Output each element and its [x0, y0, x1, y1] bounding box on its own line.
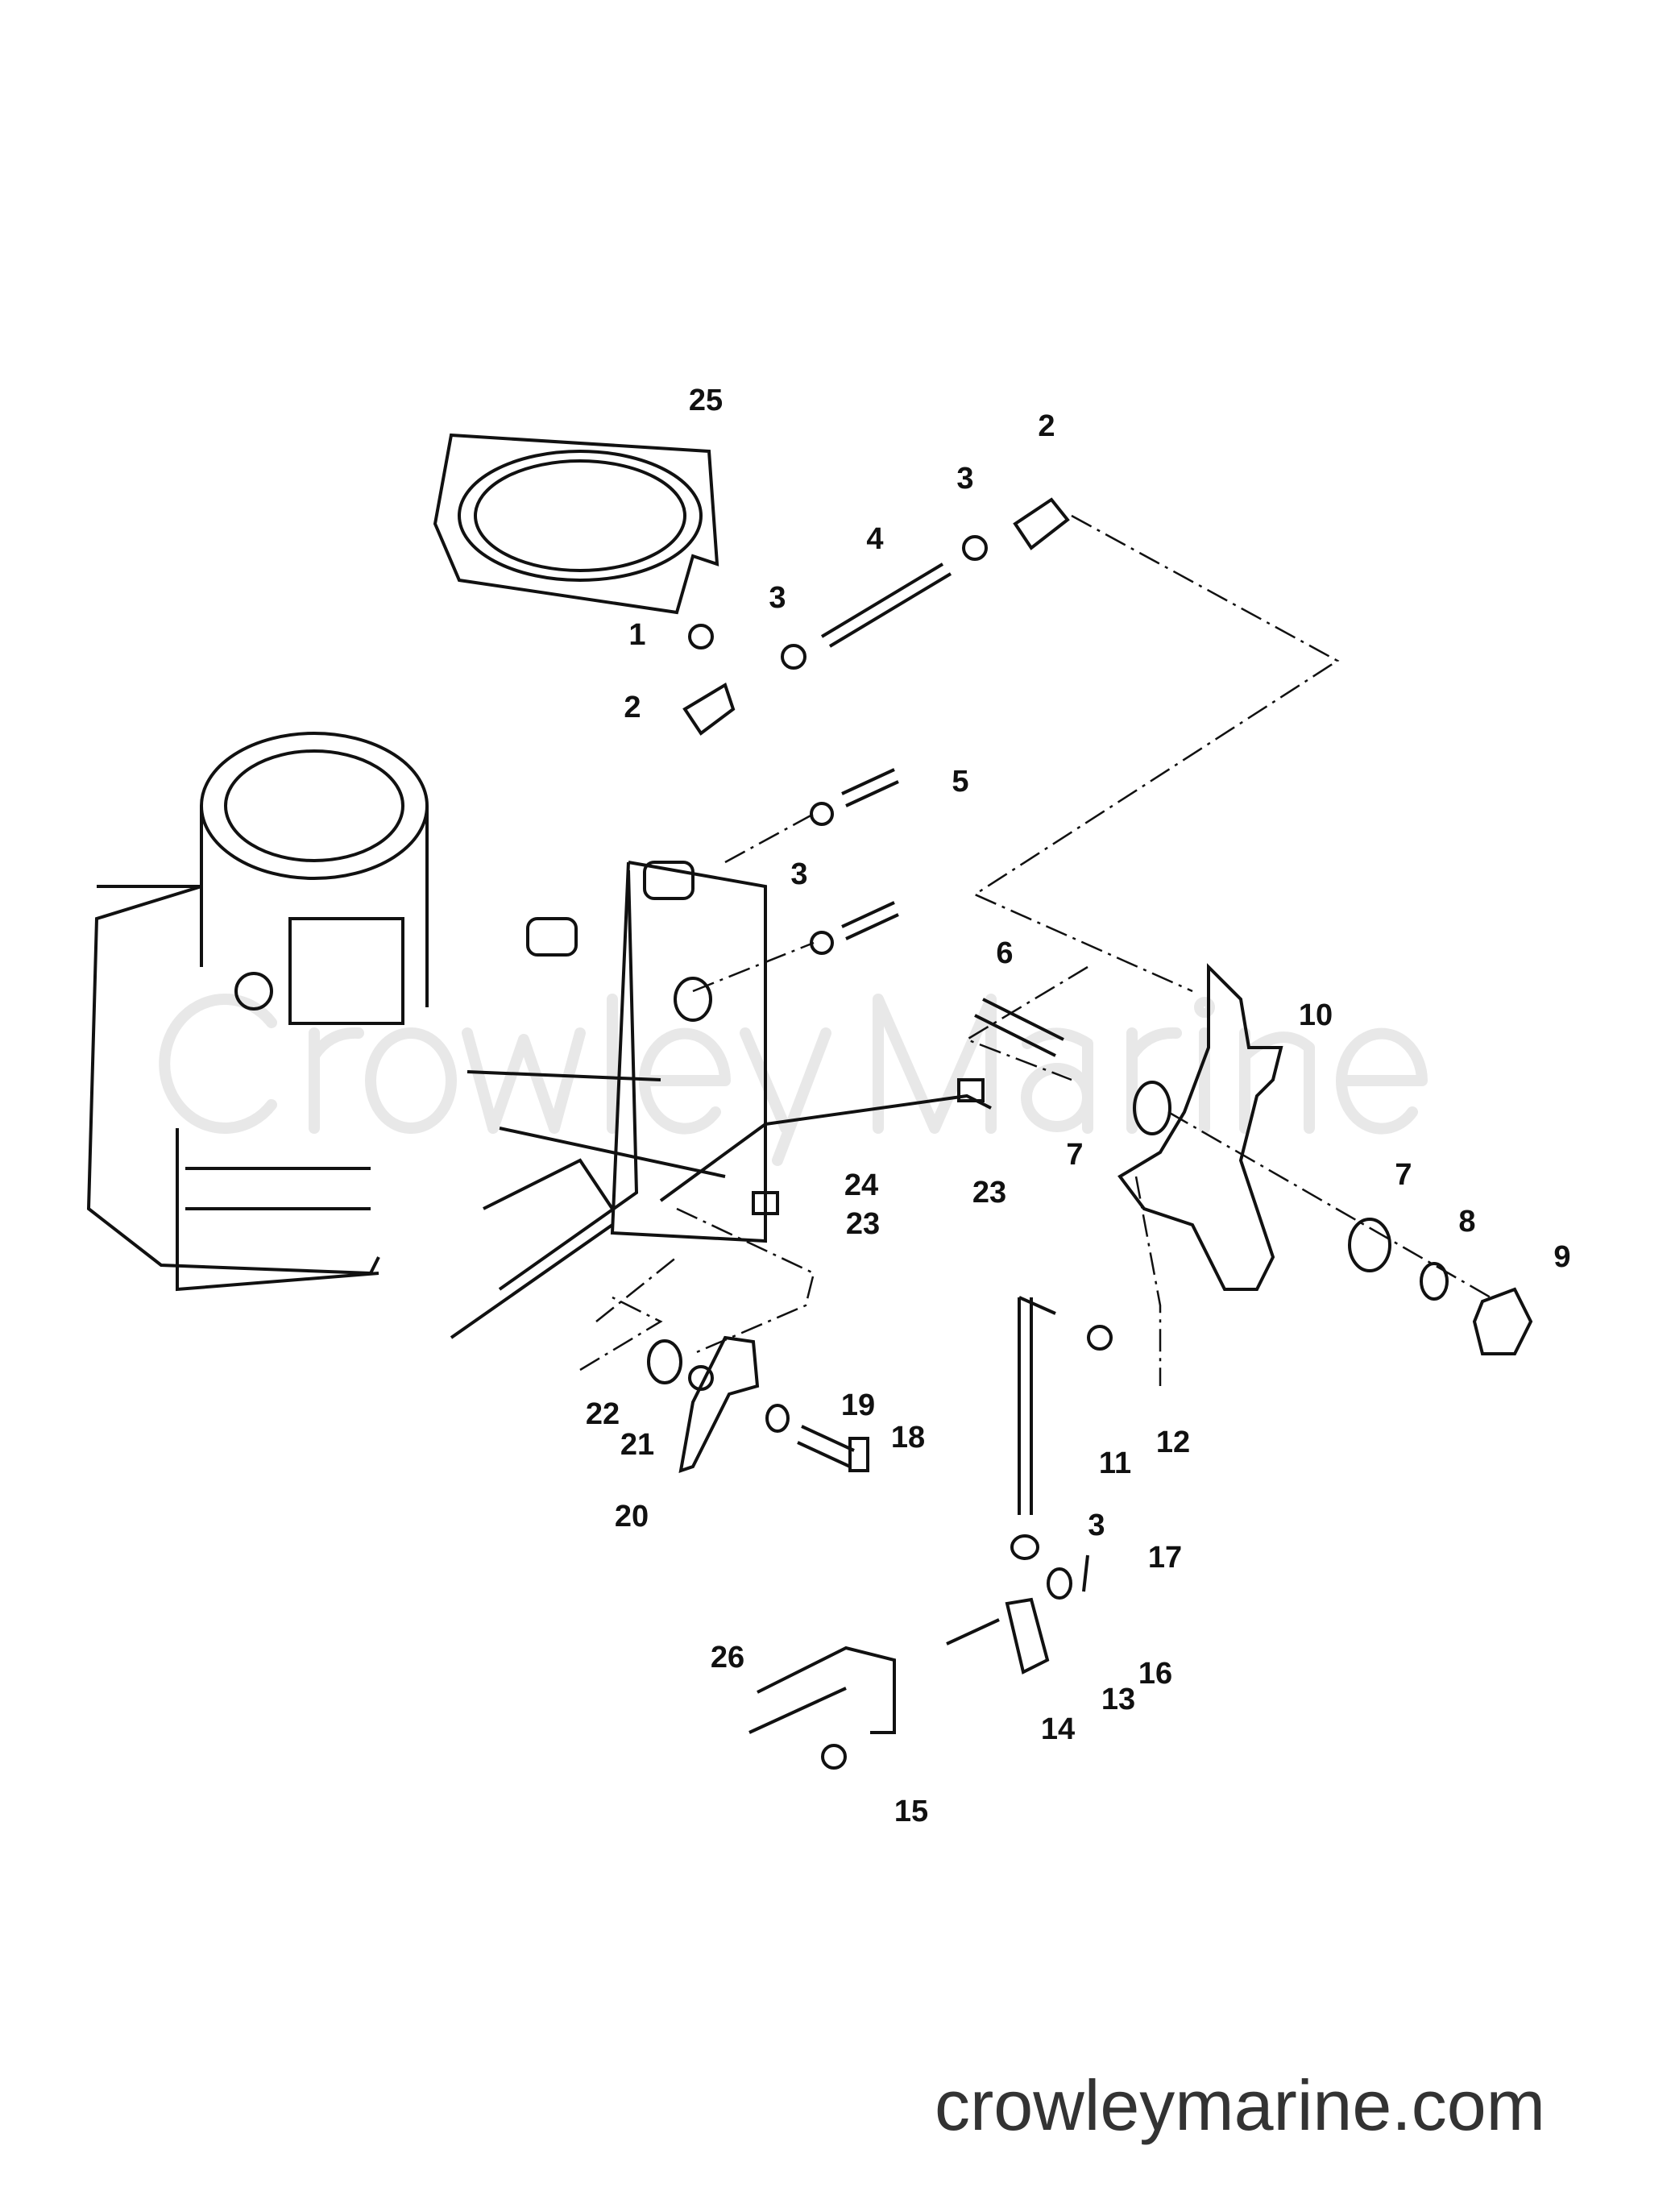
callout-3: 3: [790, 857, 807, 891]
callout-13: 13: [1101, 1683, 1135, 1716]
callout-3: 3: [1088, 1509, 1105, 1542]
callout-15: 15: [894, 1795, 928, 1828]
throttle-link-rod: [682, 497, 1340, 993]
callout-23: 23: [846, 1207, 880, 1241]
callout-21: 21: [620, 1428, 654, 1462]
throttle-body-gasket: [433, 433, 719, 615]
callout-18: 18: [891, 1421, 925, 1455]
callout-14: 14: [1041, 1712, 1075, 1746]
callout-5: 5: [952, 765, 968, 799]
callout-7: 7: [1066, 1138, 1083, 1172]
callout-3: 3: [956, 462, 973, 496]
callout-2: 2: [624, 691, 641, 724]
callout-24: 24: [844, 1168, 878, 1202]
callout-3: 3: [769, 581, 786, 615]
screws-and-nuts: [692, 768, 899, 993]
callout-1: 1: [628, 618, 645, 652]
callout-12: 12: [1156, 1426, 1190, 1459]
callout-8: 8: [1458, 1205, 1475, 1239]
callout-10: 10: [1299, 998, 1333, 1032]
throttle-bracket: [964, 963, 1533, 1386]
callout-25: 25: [689, 384, 723, 417]
callout-16: 16: [1138, 1657, 1172, 1691]
callout-9: 9: [1553, 1240, 1570, 1274]
callout-4: 4: [866, 522, 883, 556]
callout-11: 11: [1099, 1446, 1131, 1480]
callout-26: 26: [711, 1641, 744, 1675]
callout-23: 23: [972, 1176, 1006, 1210]
callout-17: 17: [1148, 1541, 1182, 1575]
callout-20: 20: [615, 1500, 649, 1533]
throttle-lever-20: [647, 1335, 869, 1473]
callout-6: 6: [996, 936, 1013, 970]
link-rod-11: [748, 1296, 1113, 1770]
website-text: crowleymarine.com: [935, 2065, 1545, 2145]
callout-7: 7: [1395, 1158, 1412, 1192]
callout-labels: 2523431253610723242378922211918201112317…: [586, 384, 1571, 1828]
callout-19: 19: [841, 1388, 875, 1422]
link-rod-24: [579, 1078, 992, 1372]
watermark-graphic: [159, 994, 1428, 1166]
callout-22: 22: [586, 1397, 620, 1431]
callout-2: 2: [1038, 409, 1055, 443]
engine-block: [86, 732, 767, 1339]
